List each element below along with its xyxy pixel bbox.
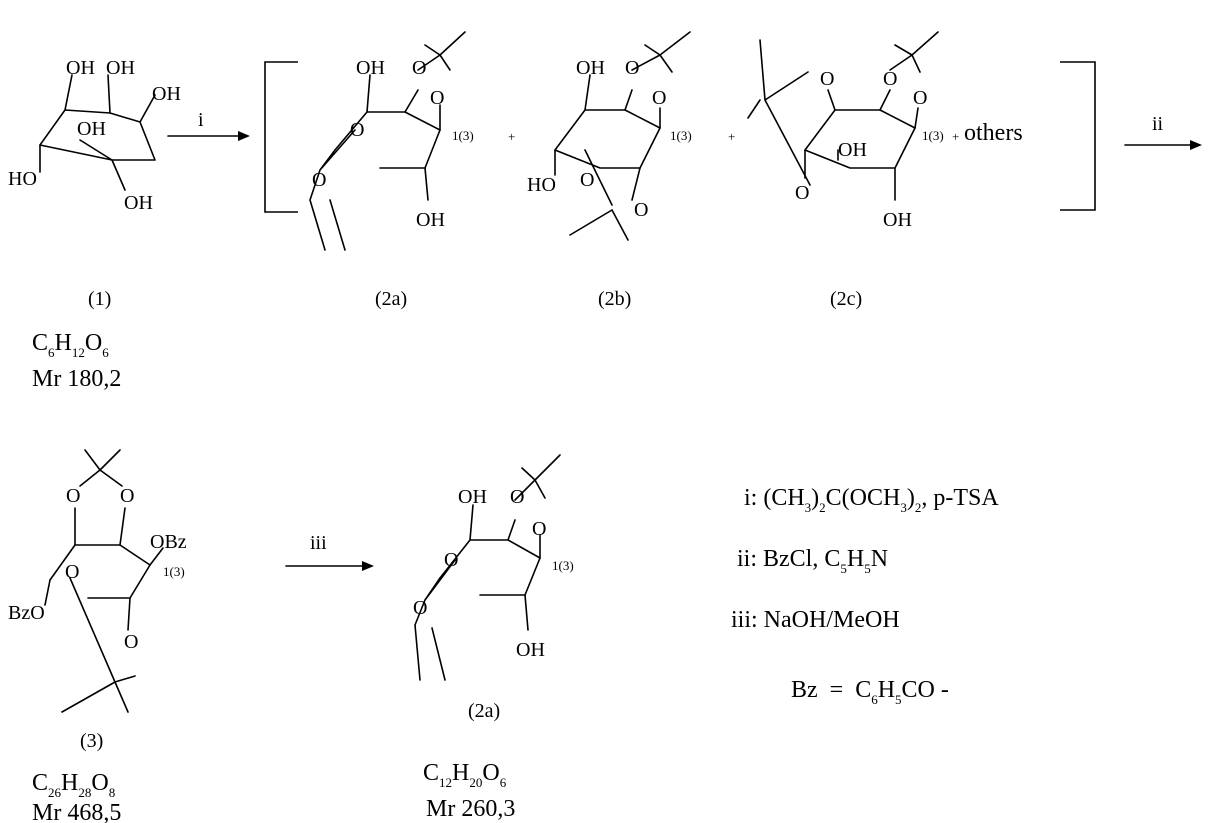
- oxygen-label: O: [430, 87, 444, 109]
- hydroxyl-label: HO: [8, 168, 37, 190]
- benzoate-label: BzO: [8, 602, 45, 624]
- oxygen-label: O: [412, 57, 426, 79]
- oxygen-label: O: [652, 87, 666, 109]
- reagent-iii: iii: NaOH/MeOH: [731, 607, 900, 633]
- hydroxyl-label: OH: [883, 209, 912, 231]
- compound-2c-structure: O O O OH 1(3) O OH: [747, 31, 944, 231]
- plus-sign: +: [952, 129, 959, 144]
- compound-2b-structure: OH O O 1(3) HO O O: [527, 31, 692, 241]
- arrow-step-i-label: i: [198, 109, 204, 131]
- hydroxyl-label: HO: [527, 174, 556, 196]
- bracket-left: [264, 61, 298, 213]
- compound-2c-label: (2c): [830, 288, 862, 310]
- oxygen-label: O: [820, 68, 834, 90]
- arrow-step-ii-label: ii: [1152, 113, 1164, 135]
- compound-1-label: (1): [88, 288, 111, 310]
- compound-1-structure: OH OH OH OH HO OH: [8, 57, 181, 214]
- oxygen-label: O: [124, 631, 138, 653]
- position-label: 1(3): [552, 558, 574, 573]
- position-label: 1(3): [163, 564, 185, 579]
- benzoate-label: OBz: [150, 531, 187, 553]
- oxygen-label: O: [625, 57, 639, 79]
- hydroxyl-label: OH: [106, 57, 135, 79]
- reagent-legend: i: (CH3)2C(OCH3)2, p-TSA ii: BzCl, C5H5N…: [731, 485, 999, 707]
- oxygen-label: O: [795, 182, 809, 204]
- position-label: 1(3): [922, 128, 944, 143]
- hydroxyl-label: OH: [77, 118, 106, 140]
- others-label: others: [964, 120, 1023, 146]
- hydroxyl-label: OH: [356, 57, 385, 79]
- compound-3-molar-mass: Mr 468,5: [32, 800, 121, 823]
- oxygen-label: O: [350, 119, 364, 141]
- oxygen-label: O: [510, 486, 524, 508]
- hydroxyl-label: OH: [516, 639, 545, 661]
- compound-1-molar-mass: Mr 180,2: [32, 366, 121, 392]
- compound-2a-label: (2a): [375, 288, 407, 310]
- bracket-right: [1060, 61, 1096, 211]
- reagent-ii: ii: BzCl, C5H5N: [737, 546, 888, 576]
- oxygen-label: O: [883, 68, 897, 90]
- hydroxyl-label: OH: [152, 83, 181, 105]
- plus-sign: +: [728, 129, 735, 144]
- compound-2b-label: (2b): [598, 288, 631, 310]
- oxygen-label: O: [66, 485, 80, 507]
- oxygen-label: O: [532, 518, 546, 540]
- oxygen-label: O: [413, 597, 427, 619]
- hydroxyl-label: OH: [124, 192, 153, 214]
- hydroxyl-label: OH: [66, 57, 95, 79]
- compound-2a-final-label: (2a): [468, 700, 500, 722]
- hydroxyl-label: OH: [416, 209, 445, 231]
- oxygen-label: O: [120, 485, 134, 507]
- position-label: 1(3): [452, 128, 474, 143]
- compound-2a-final-molar-mass: Mr 260,3: [426, 796, 515, 822]
- hydroxyl-label: OH: [576, 57, 605, 79]
- compound-3-formula: C26H28O8: [32, 770, 115, 800]
- arrow-step-i: [167, 131, 250, 141]
- oxygen-label: O: [65, 561, 79, 583]
- plus-sign: +: [508, 129, 515, 144]
- oxygen-label: O: [580, 169, 594, 191]
- compound-1-formula: C6H12O6: [32, 330, 109, 360]
- arrow-step-iii: [285, 561, 374, 571]
- bz-definition: Bz = C6H5CO -: [791, 677, 949, 707]
- hydroxyl-label: OH: [838, 139, 867, 161]
- reagent-i: i: (CH3)2C(OCH3)2, p-TSA: [744, 485, 999, 515]
- oxygen-label: O: [634, 199, 648, 221]
- arrow-step-ii: [1124, 140, 1202, 150]
- compound-2a-final-formula: C12H20O6: [423, 760, 507, 790]
- arrow-step-iii-label: iii: [310, 532, 327, 554]
- oxygen-label: O: [444, 549, 458, 571]
- compound-3-structure: O O OBz 1(3) O BzO O: [8, 449, 187, 713]
- oxygen-label: O: [913, 87, 927, 109]
- compound-2a-structure: OH O O O O 1(3) OH: [309, 31, 474, 251]
- compound-3-label: (3): [80, 730, 103, 752]
- hydroxyl-label: OH: [458, 486, 487, 508]
- position-label: 1(3): [670, 128, 692, 143]
- oxygen-label: O: [312, 169, 326, 191]
- compound-2a-final-structure: OH O O O O 1(3) OH: [413, 454, 574, 681]
